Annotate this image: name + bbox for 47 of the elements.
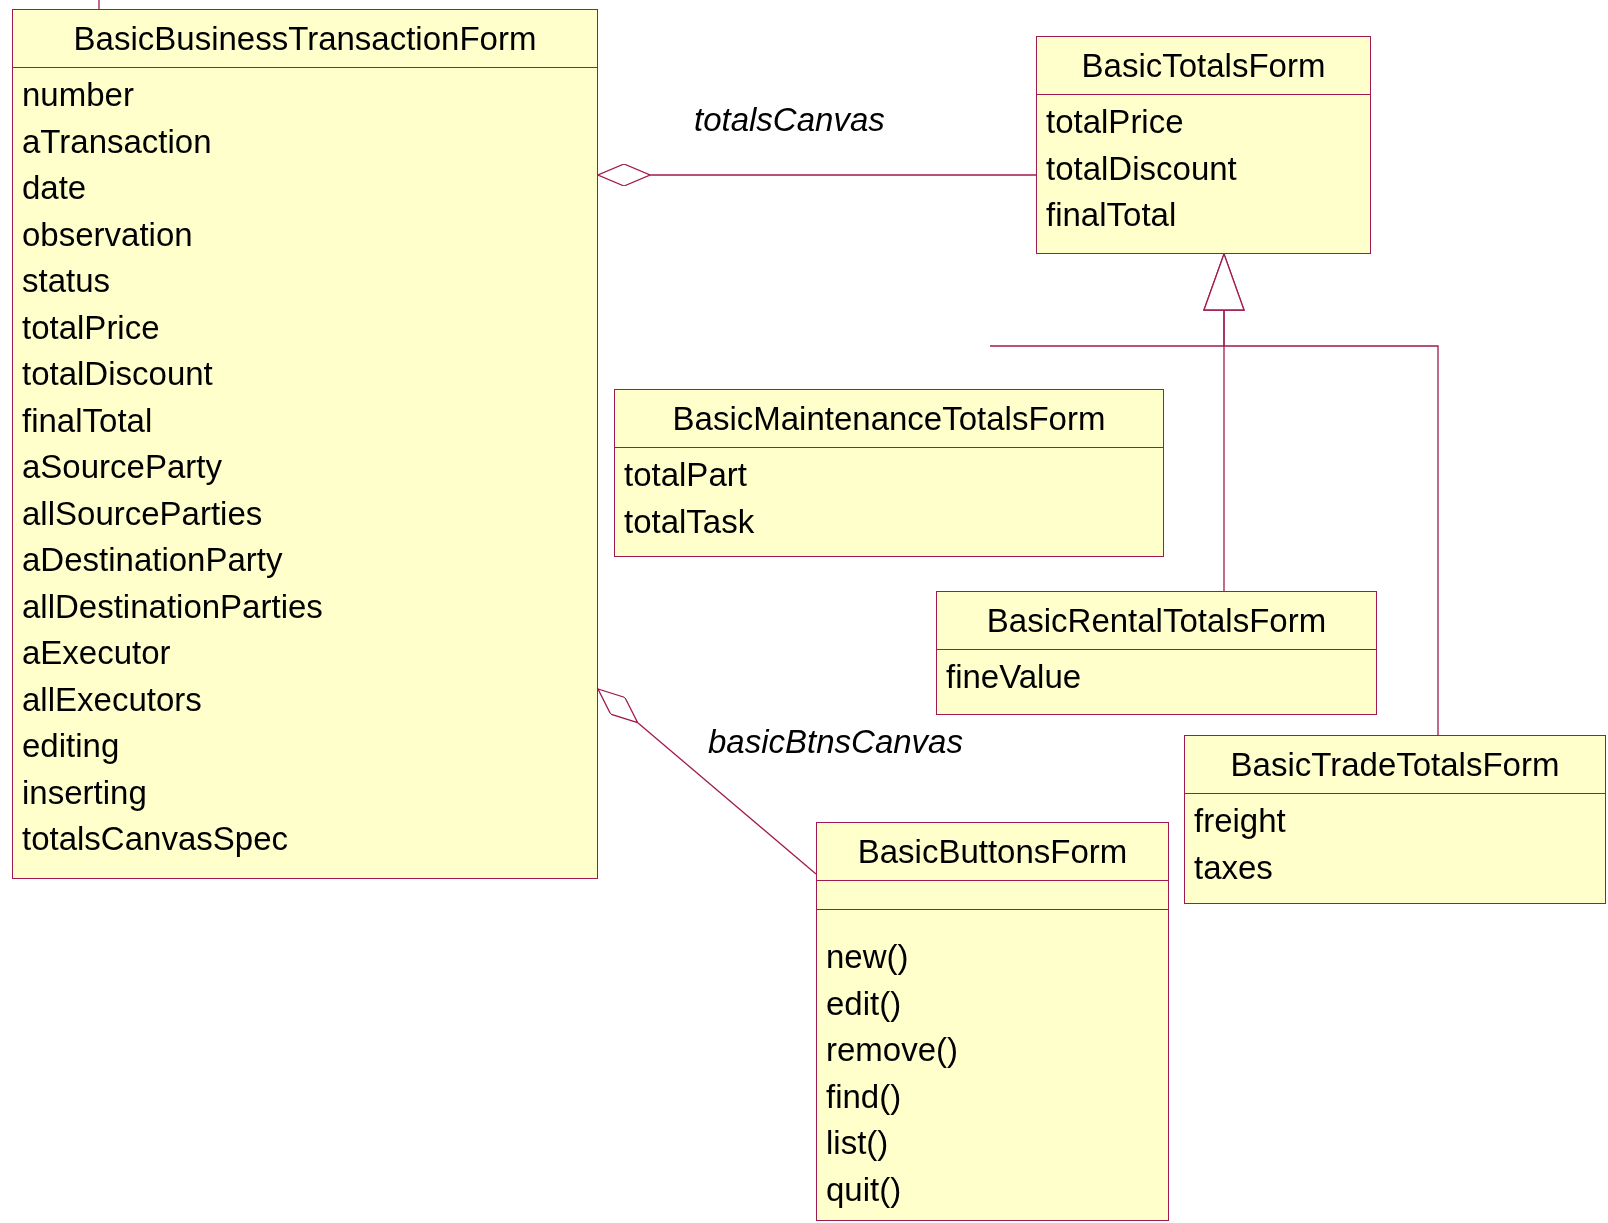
attribute-text: aSourceParty bbox=[22, 447, 222, 487]
attribute-text: inserting bbox=[22, 772, 147, 813]
attribute-text: allDestinationParties bbox=[22, 586, 323, 627]
operation-text: remove() bbox=[826, 1030, 959, 1070]
operation-text: find() bbox=[826, 1076, 902, 1117]
class-name: BasicRentalTotalsForm bbox=[986, 600, 1327, 641]
attribute-text: freight bbox=[1194, 801, 1286, 841]
class-name: BasicButtonsForm bbox=[857, 831, 1128, 872]
attribute-text: finalTotal bbox=[22, 400, 153, 441]
class-box bbox=[12, 9, 598, 879]
operation-text: quit() bbox=[826, 1169, 902, 1210]
class-name: BasicBusinessTransactionForm bbox=[73, 18, 537, 59]
attribute-text: aTransaction bbox=[22, 121, 212, 162]
attribute-text: aExecutor bbox=[22, 633, 171, 673]
attribute-text: taxes bbox=[1194, 847, 1273, 888]
attribute-text: aDestinationParty bbox=[22, 540, 283, 580]
attribute-text: totalTask bbox=[624, 501, 755, 542]
attribute-text: finalTotal bbox=[1046, 195, 1177, 235]
class-name: BasicMaintenanceTotalsForm bbox=[672, 398, 1106, 439]
aggregation-line bbox=[597, 688, 817, 875]
operation-text: new() bbox=[826, 937, 909, 977]
attribute-text: status bbox=[22, 261, 111, 301]
connector-line bbox=[98, 0, 100, 10]
attribute-text: observation bbox=[22, 214, 193, 255]
attribute-text: allSourceParties bbox=[22, 493, 263, 534]
attribute-text: totalPrice bbox=[22, 307, 160, 348]
class-name: BasicTradeTotalsForm bbox=[1230, 744, 1560, 785]
class-box bbox=[1184, 735, 1606, 904]
attribute-text: number bbox=[22, 75, 134, 115]
attribute-text: date bbox=[22, 168, 87, 208]
aggregation-line bbox=[597, 163, 1037, 187]
class-name: BasicTotalsForm bbox=[1081, 45, 1326, 86]
attribute-text: allExecutors bbox=[22, 679, 202, 720]
operation-text: list() bbox=[826, 1123, 889, 1163]
attribute-text: totalDiscount bbox=[22, 354, 213, 394]
class-box bbox=[816, 822, 1169, 1221]
attribute-text: totalPrice bbox=[1046, 102, 1184, 142]
attribute-text: totalsCanvasSpec bbox=[22, 819, 288, 859]
class-box bbox=[936, 591, 1377, 715]
class-box bbox=[1036, 36, 1371, 254]
attribute-text: totalDiscount bbox=[1046, 148, 1237, 189]
operation-text: edit() bbox=[826, 983, 902, 1024]
inheritance-arrow bbox=[1203, 253, 1439, 736]
attribute-text: totalPart bbox=[624, 455, 747, 495]
class-box bbox=[614, 389, 1164, 557]
attribute-text: editing bbox=[22, 726, 120, 766]
attribute-text: fineValue bbox=[946, 657, 1082, 697]
